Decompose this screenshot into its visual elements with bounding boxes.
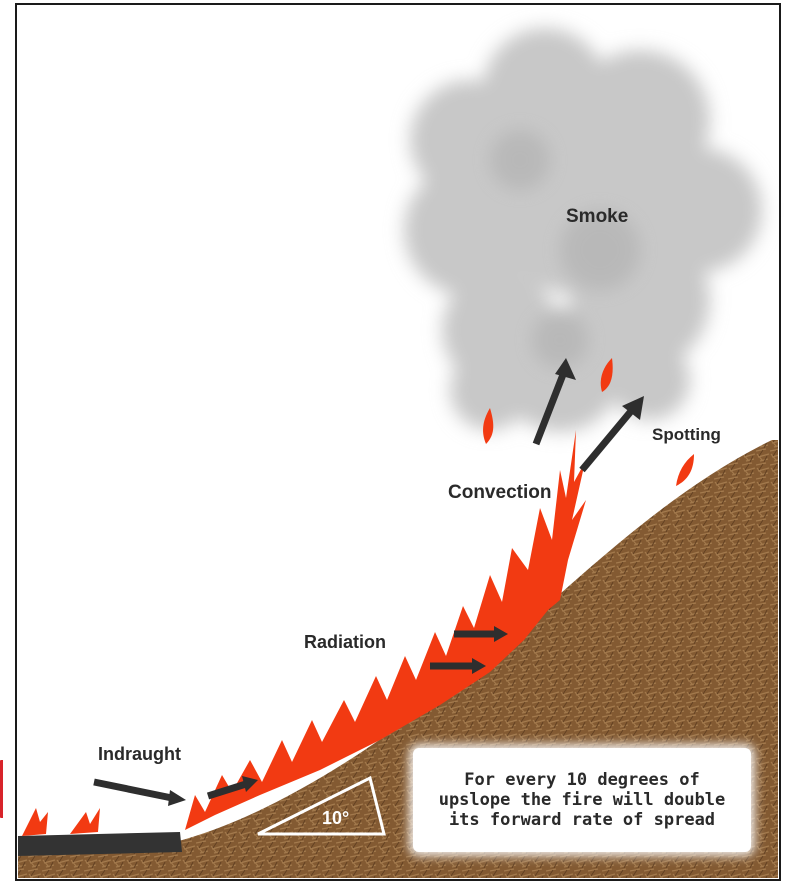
convection-label: Convection	[448, 482, 551, 503]
burned-ground	[18, 832, 182, 856]
angle-label: 10°	[322, 808, 349, 828]
slope-note-text: For every 10 degrees of upslope the fire…	[439, 770, 726, 830]
radiation-label: Radiation	[304, 632, 386, 652]
spotting-label: Spotting	[652, 425, 721, 444]
edge-marker	[0, 760, 9, 818]
slope-note-box: For every 10 degrees of upslope the fire…	[413, 748, 751, 852]
indraught-label: Indraught	[98, 744, 181, 764]
smoke-label: Smoke	[566, 206, 628, 227]
